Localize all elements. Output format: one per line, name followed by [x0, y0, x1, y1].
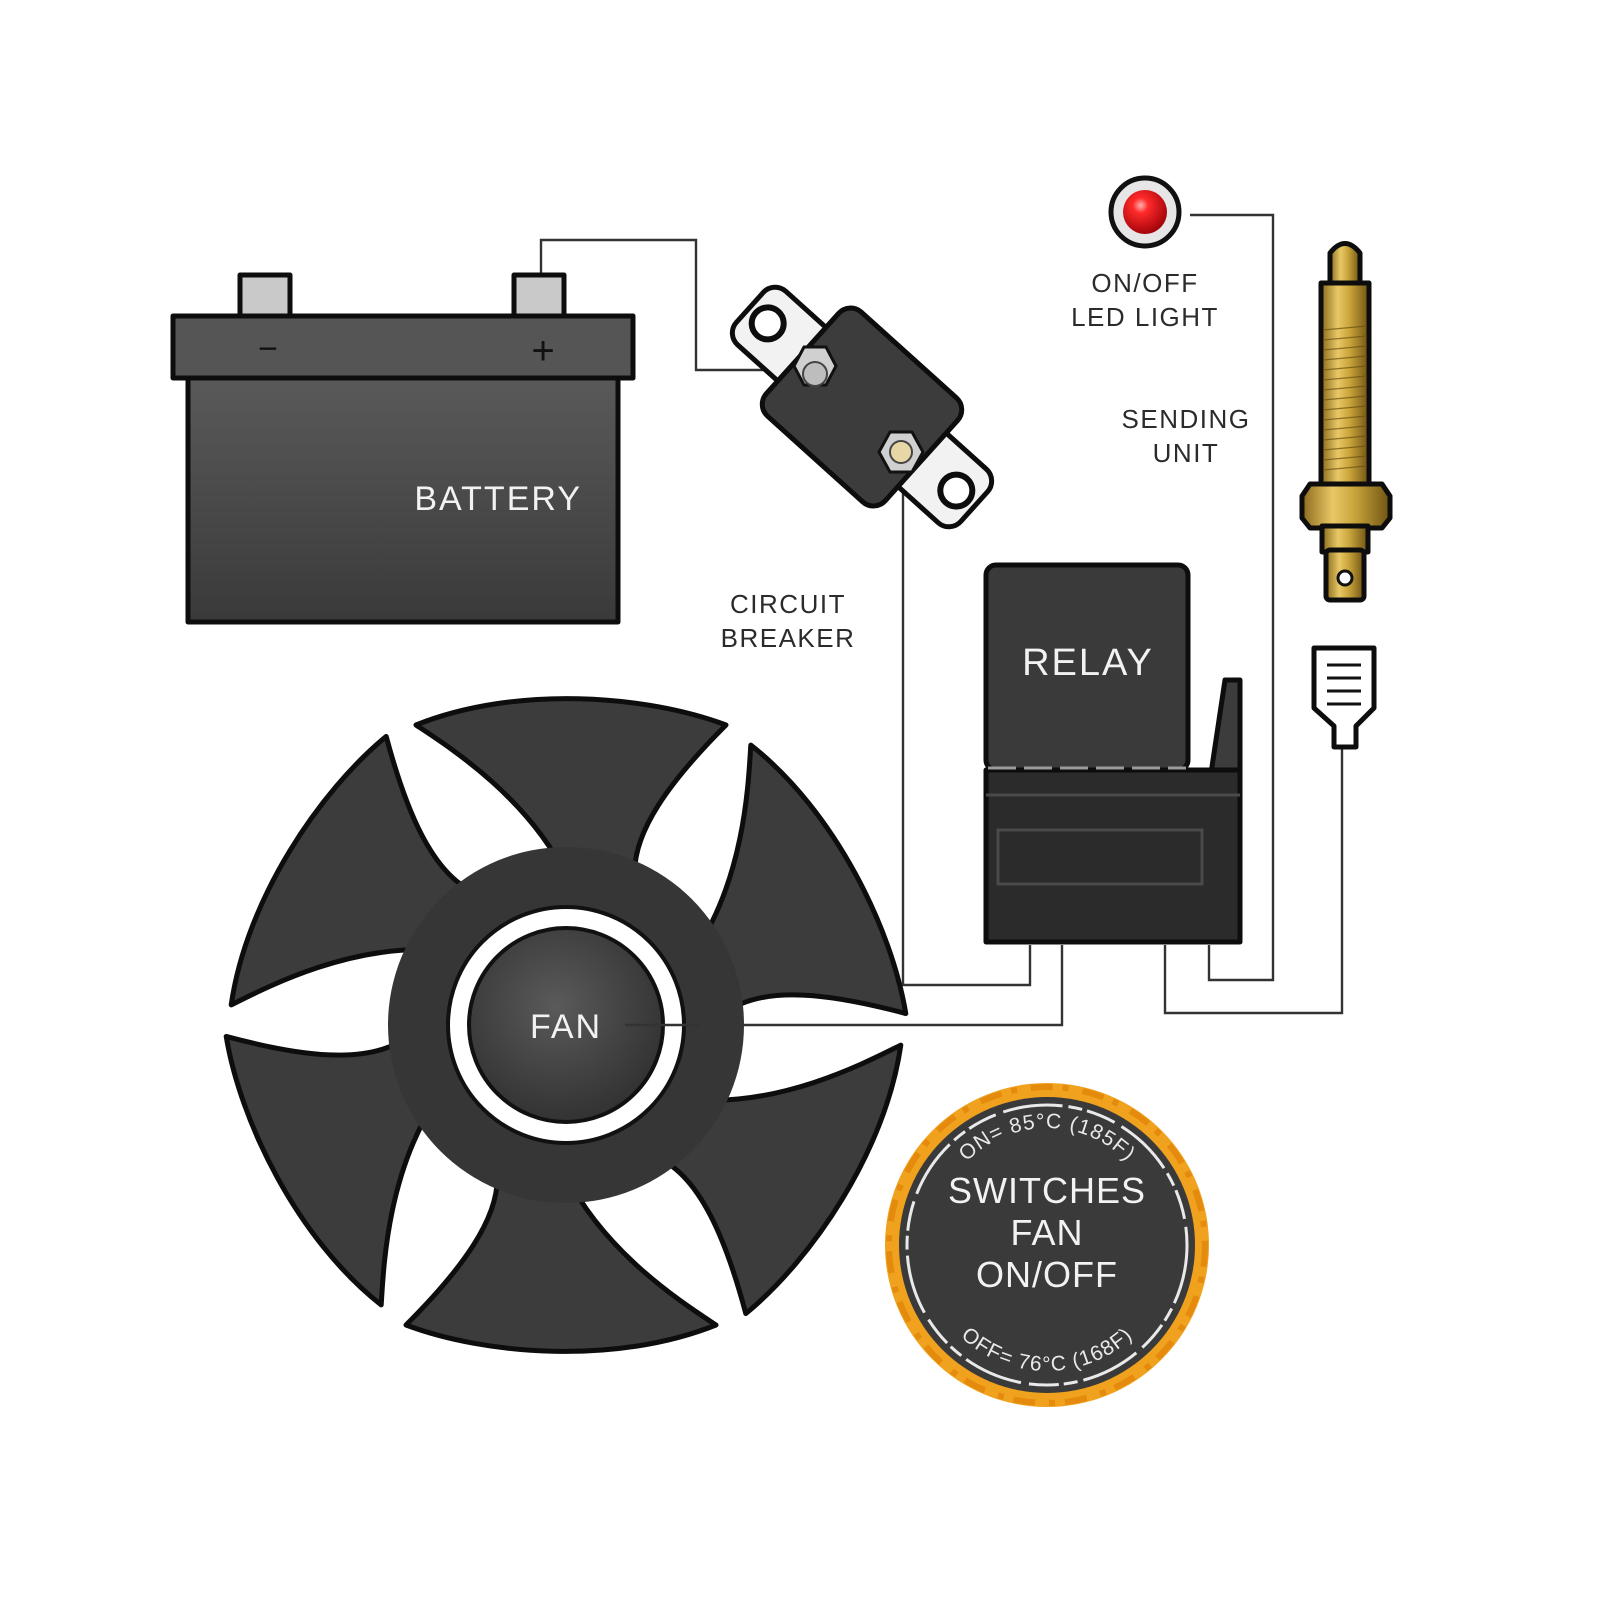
sending-unit-connector: [1311, 645, 1377, 750]
fan-label: FAN: [530, 1008, 602, 1046]
fan-blade: [223, 1031, 439, 1308]
led-lens: [1123, 190, 1167, 234]
breaker-label-line2: BREAKER: [721, 623, 856, 653]
relay-bracket: [1207, 677, 1243, 783]
fan-blade: [403, 1162, 719, 1354]
relay-label: RELAY: [1022, 642, 1154, 684]
badge-body: [899, 1097, 1195, 1393]
battery: − + BATTERY: [170, 272, 636, 625]
badge-line2: FAN: [1010, 1212, 1083, 1253]
battery-body: [185, 369, 621, 625]
sending-unit: SENDING UNIT: [1122, 241, 1393, 750]
thermostat-badge: ON= 85°C (185F) OFF= 76°C (168F) SWITCHE…: [885, 1083, 1209, 1407]
relay-base: [983, 767, 1243, 945]
wiring: [539, 213, 1344, 1027]
badge-inner-ring: [905, 1103, 1189, 1387]
battery-negative-terminal: [237, 272, 293, 323]
led-label-line1: ON/OFF: [1091, 268, 1198, 298]
fan-blades: [223, 696, 909, 1354]
badge-line1: SWITCHES: [948, 1170, 1146, 1211]
sending-unit-probe: [1327, 241, 1363, 288]
led-light: ON/OFF LED LIGHT: [1071, 175, 1219, 332]
wire-battery-to-breaker: [539, 238, 818, 372]
battery-positive-label: +: [531, 329, 554, 373]
breaker-label-line1: CIRCUIT: [730, 589, 846, 619]
fan: FAN: [223, 696, 909, 1354]
wire-relay-to-fan: [625, 945, 1064, 1027]
wire-led-to-relay: [1190, 213, 1275, 982]
sending-unit-label-line1: SENDING: [1122, 404, 1251, 434]
led-label-line2: LED LIGHT: [1071, 302, 1219, 332]
fan-blade: [693, 742, 909, 1019]
sending-unit-label-line2: UNIT: [1153, 438, 1220, 468]
wire-breaker-to-relay: [901, 455, 1032, 987]
fan-blade: [413, 696, 729, 888]
relay: RELAY: [983, 562, 1243, 945]
sending-unit-hex-nut: [1299, 481, 1393, 531]
battery-label: BATTERY: [414, 480, 582, 518]
battery-negative-label: −: [258, 330, 278, 368]
badge-line3: ON/OFF: [976, 1254, 1118, 1295]
sending-unit-threaded-body: [1318, 280, 1372, 491]
relay-cover: [983, 562, 1191, 773]
battery-lid: [170, 313, 636, 381]
wire-relay-to-sending-unit: [1163, 745, 1344, 1015]
battery-positive-terminal: [511, 272, 567, 323]
circuit-breaker: CIRCUIT BREAKER: [721, 284, 995, 653]
